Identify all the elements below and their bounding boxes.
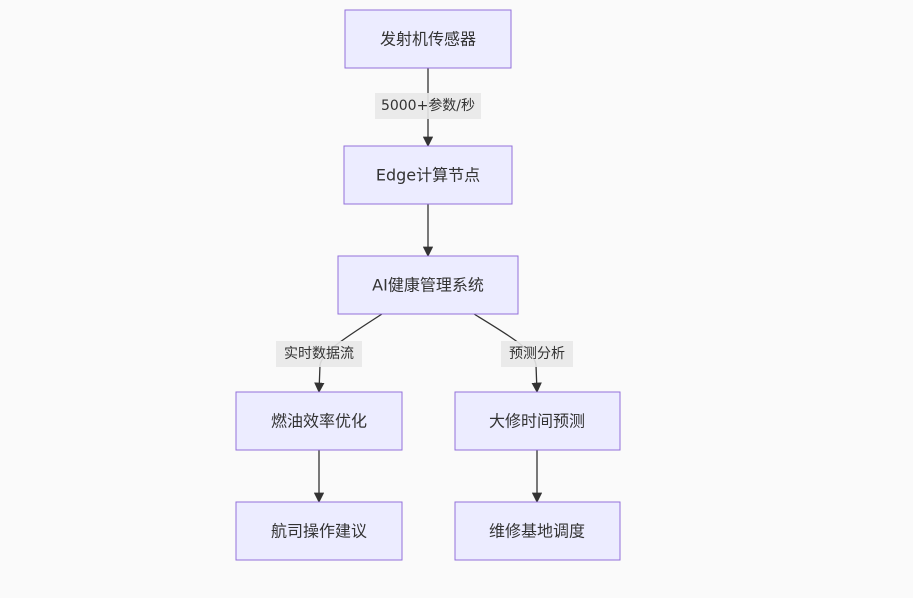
node-label: 大修时间预测 — [489, 412, 585, 431]
node-flight-advice[interactable]: 航司操作建议 — [235, 501, 403, 561]
node-label: 航司操作建议 — [271, 522, 367, 541]
node-label: 发射机传感器 — [380, 30, 476, 49]
edge-label-ai-to-fuel: 实时数据流 — [276, 341, 362, 367]
node-label: Edge计算节点 — [376, 166, 480, 185]
node-label: 维修基地调度 — [489, 522, 585, 541]
node-edge-compute[interactable]: Edge计算节点 — [343, 145, 513, 205]
edge-label-ai-to-overhaul: 预测分析 — [501, 341, 573, 367]
node-base-scheduling[interactable]: 维修基地调度 — [454, 501, 621, 561]
node-label: 燃油效率优化 — [271, 412, 367, 431]
node-fuel-optimization[interactable]: 燃油效率优化 — [235, 391, 403, 451]
node-ai-health-system[interactable]: AI健康管理系统 — [337, 255, 519, 315]
edge-label-text: 实时数据流 — [284, 346, 354, 362]
node-engine-sensors[interactable]: 发射机传感器 — [344, 9, 512, 69]
node-overhaul-prediction[interactable]: 大修时间预测 — [454, 391, 621, 451]
edge-label-text: 预测分析 — [509, 346, 565, 362]
node-label: AI健康管理系统 — [372, 276, 484, 295]
edge-label-text: 5000+参数/秒 — [381, 97, 475, 114]
edge-label-sensors-to-edge: 5000+参数/秒 — [375, 93, 481, 119]
